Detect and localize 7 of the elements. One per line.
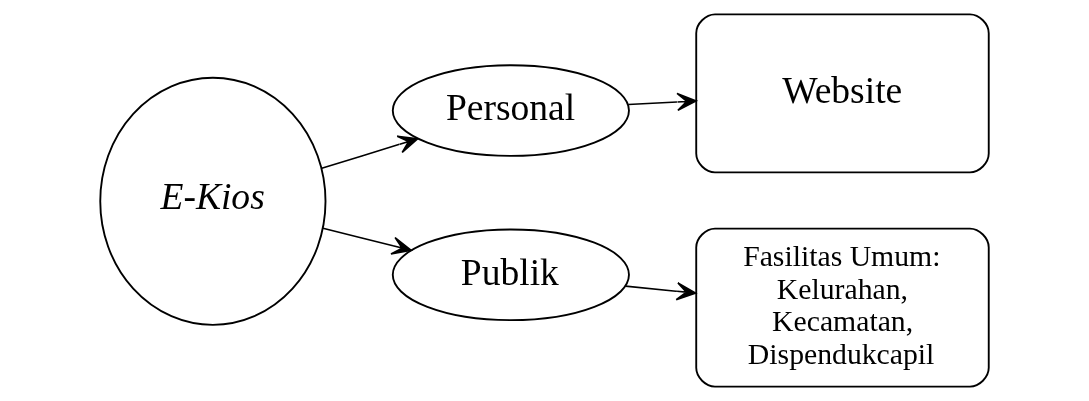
node-box: Fasilitas Umum: Kelurahan, Kecamatan, Dispendukcapil (695, 227, 990, 388)
arrow (320, 135, 419, 170)
node-circle: E-Kios (99, 76, 327, 326)
arrow (322, 227, 412, 255)
node-box: Website (695, 13, 990, 174)
arrow (627, 92, 697, 112)
arrow (624, 282, 697, 301)
